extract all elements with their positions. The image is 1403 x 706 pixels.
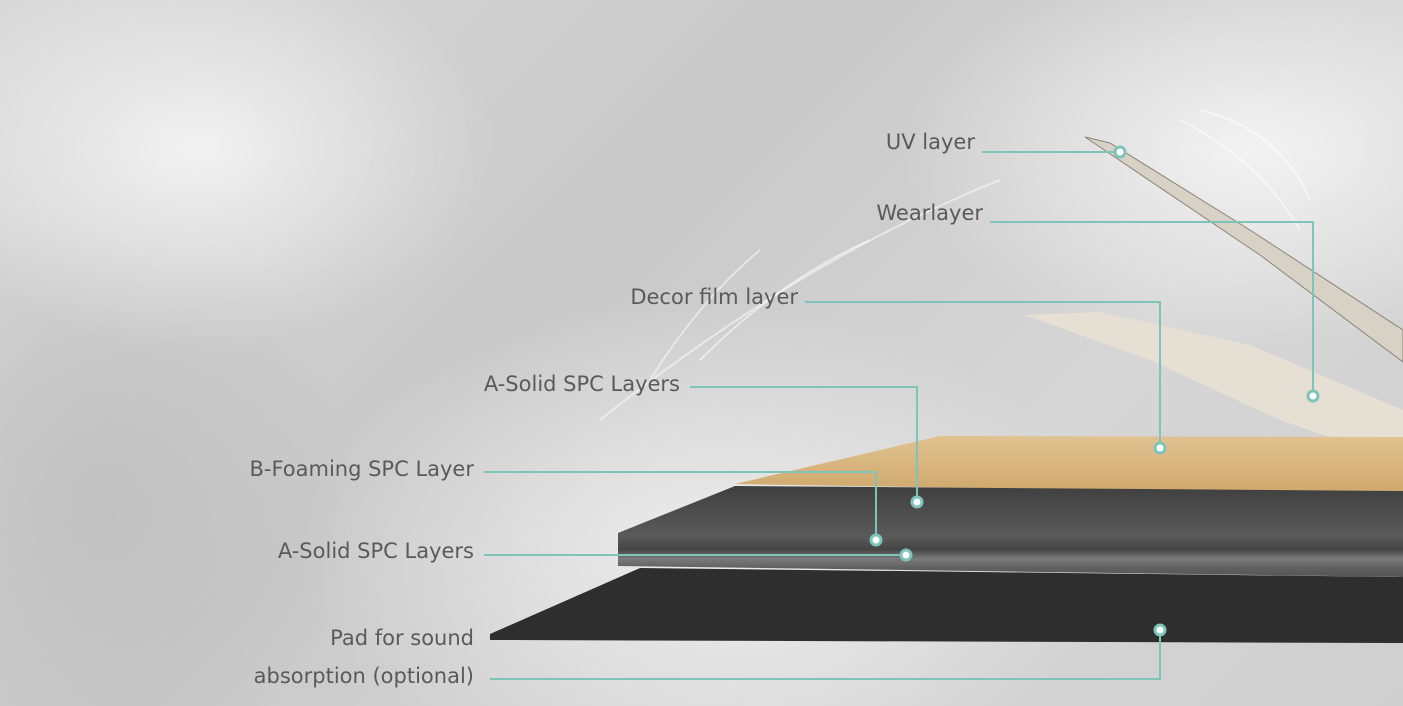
label-decor-film-layer: Decor film layer — [630, 285, 798, 309]
dot-a-solid-top — [910, 495, 924, 509]
callout-decor — [805, 301, 1161, 448]
dot-a-solid-bottom — [899, 548, 913, 562]
dot-pad — [1153, 623, 1167, 637]
dot-uv — [1113, 145, 1127, 159]
uv-layer — [1084, 136, 1403, 363]
callout-b-foaming — [484, 471, 877, 540]
label-a-solid-top: A-Solid SPC Layers — [483, 372, 680, 396]
label-pad-line1: Pad for sound — [330, 626, 474, 650]
dot-decor — [1153, 441, 1167, 455]
dot-wear — [1306, 389, 1320, 403]
spc-core-layers — [618, 486, 1403, 577]
label-a-solid-bottom: A-Solid SPC Layers — [277, 539, 474, 563]
callout-lines — [484, 151, 1314, 680]
callout-wear — [990, 221, 1314, 396]
feather-decoration — [599, 109, 1311, 421]
label-pad-line2: absorption (optional) — [253, 664, 474, 688]
callout-pad — [490, 630, 1161, 680]
callout-a-solid-top — [690, 386, 918, 502]
decor-film-layer — [735, 436, 1403, 493]
callout-dots — [869, 145, 1320, 637]
dot-b-foaming — [869, 533, 883, 547]
label-b-foaming: B-Foaming SPC Layer — [249, 457, 474, 481]
wear-layer — [1025, 312, 1403, 462]
label-wearlayer: Wearlayer — [876, 201, 983, 225]
sound-pad-layer — [490, 568, 1403, 643]
label-uv-layer: UV layer — [885, 130, 975, 154]
